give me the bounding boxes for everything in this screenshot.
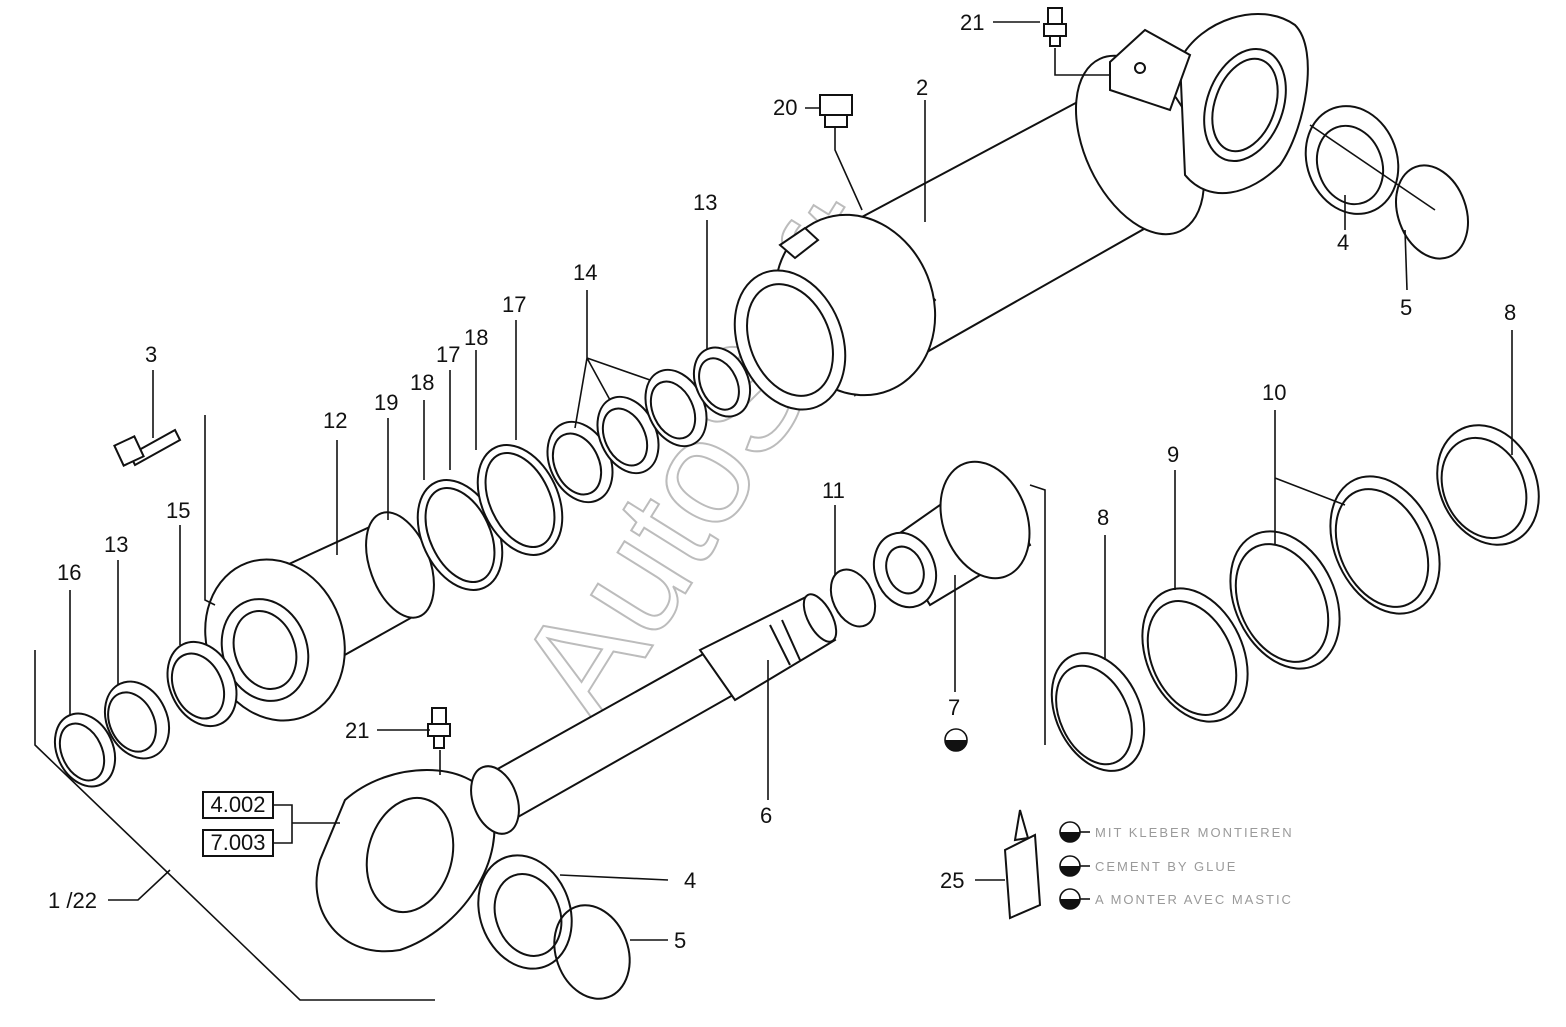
part-label-17-right[interactable]: 17	[502, 292, 526, 317]
part-label-2[interactable]: 2	[916, 75, 928, 100]
part-label-8-left[interactable]: 8	[1097, 505, 1109, 530]
hardware	[113, 7, 1067, 920]
part-label-21-lower[interactable]: 21	[345, 718, 369, 743]
part-label-13-right[interactable]: 13	[693, 190, 717, 215]
part-label-9[interactable]: 9	[1167, 442, 1179, 467]
legend-text-de: MIT KLEBER MONTIEREN	[1095, 825, 1294, 840]
reference-label-2[interactable]: 7.003	[210, 830, 265, 855]
part-label-5-upper[interactable]: 5	[1400, 295, 1412, 320]
part-label-13-left[interactable]: 13	[104, 532, 128, 557]
part-label-18-left[interactable]: 18	[410, 370, 434, 395]
part-label-4-upper[interactable]: 4	[1337, 230, 1349, 255]
part-label-11[interactable]: 11	[822, 478, 845, 503]
adhesive-marker-7	[944, 728, 968, 752]
part-label-18-right[interactable]: 18	[464, 325, 488, 350]
legend-text-en: CEMENT BY GLUE	[1095, 859, 1237, 874]
part-label-10[interactable]: 10	[1262, 380, 1286, 405]
part-labels: 1 /22 2 3 4 4 5 5 6 7 8 8 9 10 11 12 13 …	[48, 10, 1516, 953]
part-label-12[interactable]: 12	[323, 408, 347, 433]
reference-box-2	[202, 829, 274, 857]
part-label-4-lower[interactable]: 4	[684, 868, 696, 893]
rod-eye	[315, 765, 520, 953]
legend-text-fr: A MONTER AVEC MASTIC	[1095, 892, 1293, 907]
reference-box-1	[202, 791, 274, 819]
part-label-15[interactable]: 15	[166, 498, 190, 523]
part-label-3[interactable]: 3	[145, 342, 157, 367]
part-label-7[interactable]: 7	[948, 695, 960, 720]
part-label-6[interactable]: 6	[760, 803, 772, 828]
reference-label-1[interactable]: 4.002	[210, 792, 265, 817]
part-label-14[interactable]: 14	[573, 260, 597, 285]
adhesive-legend: MIT KLEBER MONTIEREN CEMENT BY GLUE A MO…	[1059, 821, 1294, 910]
part-label-17-left[interactable]: 17	[436, 342, 460, 367]
part-label-21-upper[interactable]: 21	[960, 10, 984, 35]
part-label-1-22[interactable]: 1 /22	[48, 888, 97, 913]
part-label-5-lower[interactable]: 5	[674, 928, 686, 953]
cylinder-head	[204, 511, 435, 722]
part-label-8-right[interactable]: 8	[1504, 300, 1516, 325]
leader-lines	[34, 21, 1513, 1001]
part-label-19[interactable]: 19	[374, 390, 398, 415]
seal-rings	[53, 105, 1540, 1000]
cylinder-barrel	[733, 12, 1309, 411]
part-label-16[interactable]: 16	[57, 560, 81, 585]
part-label-20[interactable]: 20	[773, 95, 797, 120]
part-label-25[interactable]: 25	[940, 868, 964, 893]
piston	[872, 460, 1032, 609]
